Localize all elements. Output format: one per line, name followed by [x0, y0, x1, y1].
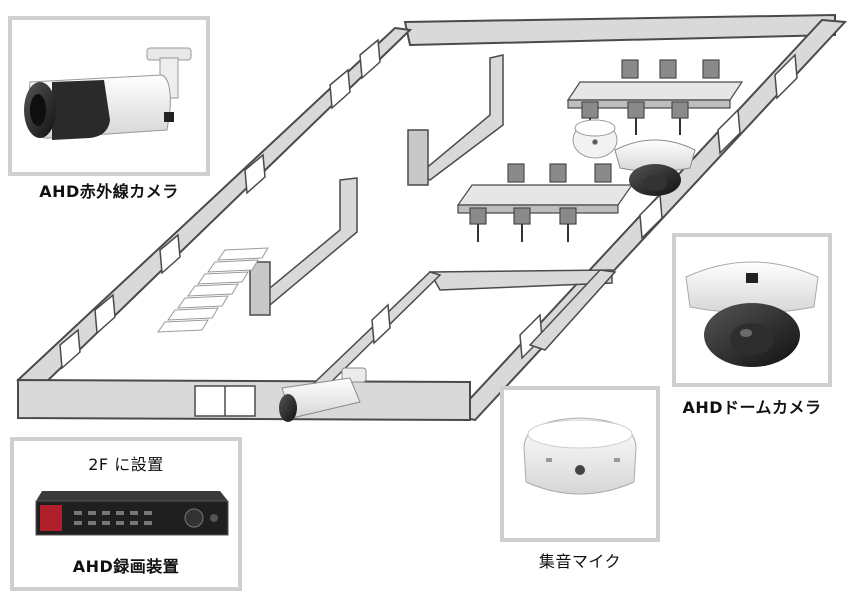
partition-2 [407, 129, 429, 186]
recorder-logo [40, 505, 62, 531]
recorder-image [35, 491, 229, 536]
staircase [157, 247, 269, 333]
microphone-image [523, 417, 637, 495]
right-wall-windows [519, 53, 798, 360]
brand-mark [164, 112, 174, 122]
floor-note: 2F に設置 [88, 455, 164, 474]
room-wall-top [428, 269, 613, 291]
desk-cluster-upper [566, 59, 744, 135]
ir-camera-caption: AHD赤外線カメラ [39, 182, 179, 201]
left-wall-windows [59, 38, 381, 370]
partition-1 [416, 54, 504, 181]
brand-mark [746, 273, 758, 283]
dome-camera-caption: AHDドームカメラ [682, 398, 822, 417]
partition-4 [249, 261, 271, 316]
dome-camera-panel [672, 233, 832, 387]
floorplan-bullet-camera [279, 367, 367, 422]
ir-camera-panel [8, 16, 210, 176]
wall-back [403, 13, 836, 47]
floorplan-dome-camera [614, 139, 696, 196]
ir-bullet-camera-image [24, 47, 192, 140]
recorder-panel: 2F に設置 AHD録画装置 [10, 437, 242, 591]
dome-camera-image [685, 261, 819, 367]
desk-cluster-lower [456, 163, 634, 242]
recorder-caption: AHD録画装置 [72, 557, 180, 576]
floor-surface [40, 20, 822, 400]
microphone-caption: 集音マイク [538, 552, 622, 571]
floorplan-microphone [572, 119, 618, 159]
microphone-panel [500, 386, 660, 542]
room-wall-right [528, 269, 617, 351]
